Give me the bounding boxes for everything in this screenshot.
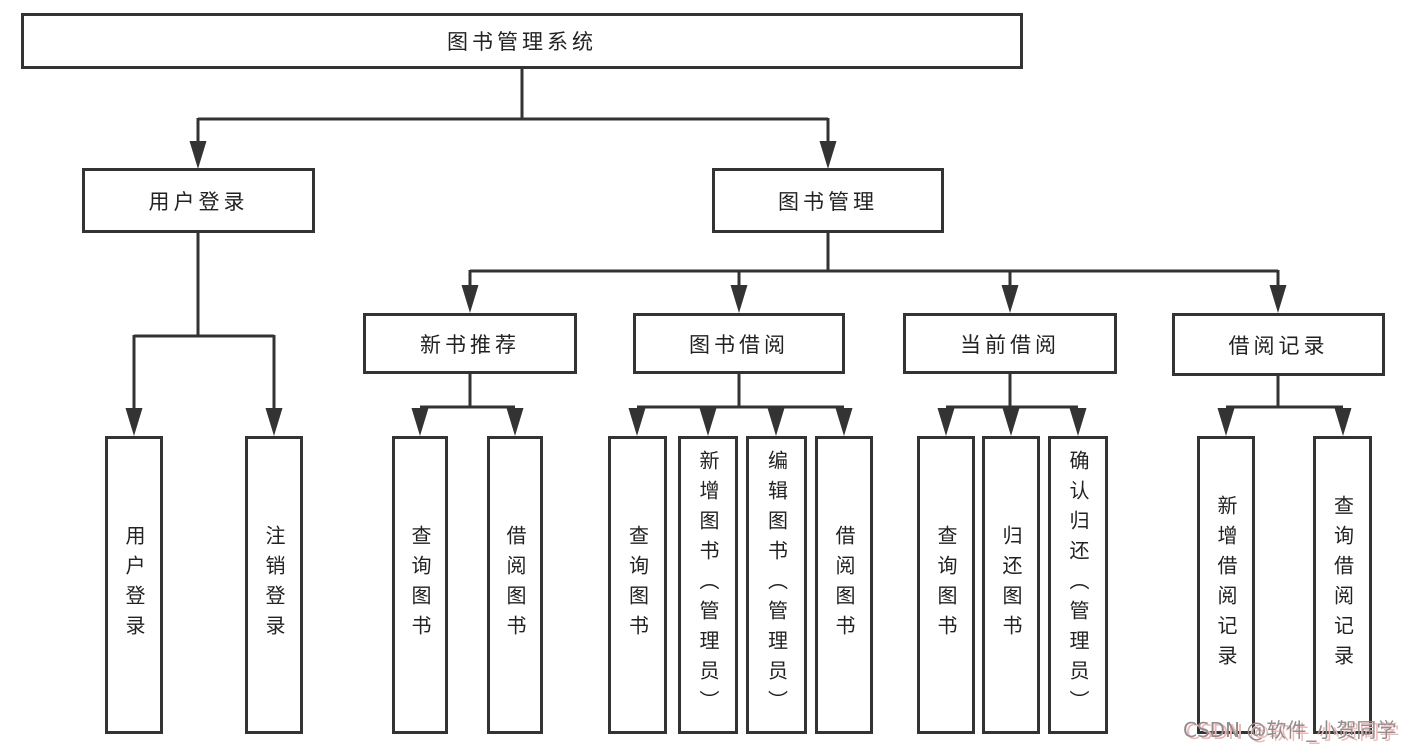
leaf-records-query-record: 查询借阅记录 <box>1313 436 1372 734</box>
leaf-newbook-borrow-books: 借阅图书 <box>487 436 543 734</box>
leaf-current-return-books: 归还图书 <box>982 436 1040 734</box>
node-book-management: 图书管理 <box>712 168 944 233</box>
connector-new-book <box>420 373 515 409</box>
leaf-newbook-query-books: 查询图书 <box>392 436 448 734</box>
leaf-borrow-borrow-books: 借阅图书 <box>815 436 873 734</box>
leaf-logout: 注销登录 <box>245 436 303 734</box>
connector-book-borrow <box>637 373 844 409</box>
leaf-user-login: 用户登录 <box>105 436 163 734</box>
node-new-book-recommend: 新书推荐 <box>363 313 577 374</box>
node-user-login: 用户登录 <box>82 168 315 233</box>
leaf-current-query-books: 查询图书 <box>917 436 975 734</box>
leaf-records-add-record: 新增借阅记录 <box>1197 436 1255 734</box>
node-root: 图书管理系统 <box>21 13 1023 69</box>
leaf-borrow-edit-books-admin: 编辑图书（管理员） <box>746 436 807 734</box>
node-borrow-records: 借阅记录 <box>1172 313 1385 376</box>
connector-root <box>196 68 830 142</box>
leaf-borrow-add-books-admin: 新增图书（管理员） <box>678 436 738 734</box>
node-current-borrow: 当前借阅 <box>903 313 1117 374</box>
leaf-borrow-query-books: 查询图书 <box>608 436 667 734</box>
leaf-current-confirm-return-admin: 确认归还（管理员） <box>1048 436 1108 734</box>
connector-borrow-records <box>1226 373 1343 409</box>
connector-user-login <box>132 233 276 410</box>
connector-book-management <box>468 233 1280 287</box>
csdn-watermark: CSDN @软件_小贺同学 <box>1183 718 1397 742</box>
connector-current-borrow <box>946 373 1078 409</box>
node-book-borrow: 图书借阅 <box>633 313 845 374</box>
